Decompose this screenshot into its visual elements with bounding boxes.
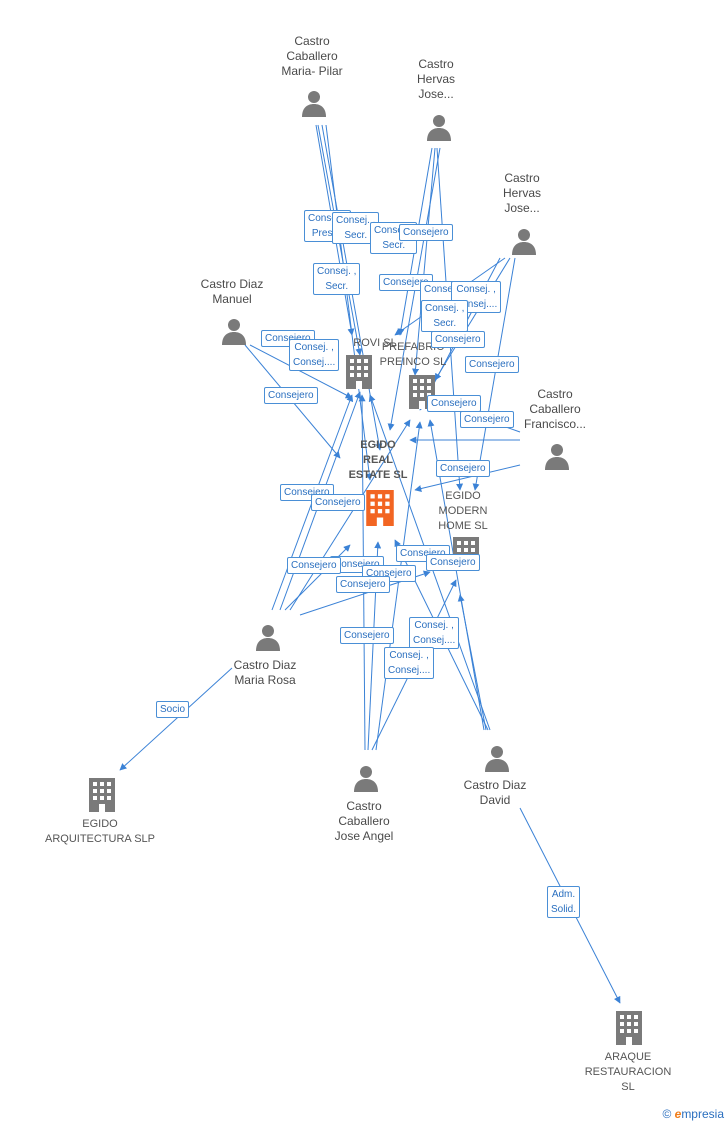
person-icon[interactable] [300, 89, 328, 117]
person-label[interactable]: Castro Caballero Jose Angel [334, 799, 394, 843]
edge-label: Consej. , Consej.... [289, 339, 340, 371]
edge-label: Consej. , Consej.... [409, 617, 460, 649]
edge-label: Consej. , Consej.... [384, 647, 435, 679]
edge-label: Consejero [264, 387, 318, 404]
edge-line [249, 344, 353, 399]
edge-label: Consejero [336, 576, 390, 593]
edge-label: Consejero [287, 557, 341, 574]
edge-label: Consejero [427, 395, 481, 412]
person-icon[interactable] [510, 227, 538, 255]
edge-line [325, 124, 373, 481]
edge-line [412, 147, 436, 376]
person-label[interactable]: Castro Diaz David [463, 778, 527, 807]
person-label[interactable]: Castro Diaz Maria Rosa [233, 658, 297, 687]
person-label[interactable]: Castro Caballero Maria- Pilar [281, 34, 343, 78]
edge-line [414, 464, 521, 492]
company-label[interactable]: EGIDO ARQUITECTURA SLP [44, 818, 156, 845]
person-icon[interactable] [220, 317, 248, 345]
company-label[interactable]: EGIDO MODERN HOME SL [438, 490, 488, 532]
brand-logo[interactable]: © empresia [662, 1107, 724, 1121]
copyright-icon: © [662, 1107, 672, 1121]
person-icon[interactable] [543, 442, 571, 470]
person-label[interactable]: Castro Caballero Francisco... [523, 387, 586, 431]
edge-label: Consej. , Secr. [421, 300, 469, 332]
brand-name: mpresia [681, 1107, 724, 1121]
person-label[interactable]: Castro Hervas Jose... [416, 57, 455, 101]
company-label[interactable]: ARAQUE RESTAURACION SL [584, 1051, 672, 1093]
person-icon[interactable] [425, 113, 453, 141]
edge-label: Consej. , Secr. [313, 263, 361, 295]
edge-line [119, 667, 233, 771]
edge-label: Consejero [465, 356, 519, 373]
edge-label: Consejero [436, 460, 490, 477]
edge-label: Consejero [460, 411, 514, 428]
edge-label: Consejero [311, 494, 365, 511]
person-icon[interactable] [483, 744, 511, 772]
building-icon-highlighted[interactable] [364, 490, 396, 526]
edge-line [375, 421, 423, 751]
edge-line [472, 257, 516, 491]
edge-line [284, 544, 351, 611]
edge-label: Socio [156, 701, 190, 718]
edge-label: Consejero [340, 627, 394, 644]
edge-label: Adm. Solid. [547, 886, 581, 918]
brand-initial: e [674, 1107, 682, 1121]
company-label[interactable]: ROVI SL [353, 337, 397, 349]
edge-label: Consejero [399, 224, 453, 241]
edge-label: Consejero [426, 554, 480, 571]
edge-line [434, 257, 511, 381]
person-icon[interactable] [254, 623, 282, 651]
edge-label: Consejero [379, 274, 433, 291]
building-icon[interactable] [614, 1011, 644, 1045]
person-icon[interactable] [352, 764, 380, 792]
person-label[interactable]: Castro Diaz Manuel [200, 277, 264, 306]
edge-label: Consej. , Consej.... [451, 281, 502, 313]
company-label[interactable]: EGIDO REAL ESTATE SL [348, 439, 408, 481]
company-label[interactable]: PREFABRIC PREINCO SL [379, 341, 447, 368]
building-icon[interactable] [87, 778, 117, 812]
person-label[interactable]: Castro Hervas Jose... [502, 171, 541, 215]
edge-label: Consejero [431, 331, 485, 348]
